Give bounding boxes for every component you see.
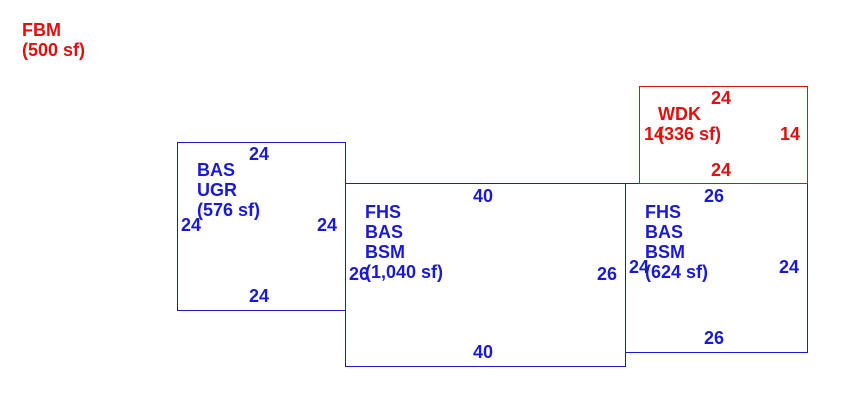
right-top-dim: 26 [704,186,725,206]
right-section-label: FHS BAS BSM [645,202,685,262]
left-section-label: BAS UGR (576 sf) [197,160,260,220]
wdk-area: (336 sf) [658,124,722,144]
left-top-dim: 24 [249,144,270,164]
wdk-right-dim: 14 [780,124,801,144]
mid-right-dim: 26 [597,264,618,284]
wdk-top-dim: 24 [711,88,732,108]
wdk-left-dim: 14 [644,124,665,144]
mid-top-dim: 40 [473,186,494,206]
left-bottom-dim: 24 [249,286,270,306]
fbm-area: (500 sf) [22,40,86,60]
fbm-code: FBM [22,20,61,40]
right-line1: FHS [645,202,681,222]
wdk-bottom-dim: 24 [711,160,732,180]
right-line2: BAS [645,222,684,242]
left-left-dim: 24 [181,215,202,235]
left-right-dim: 24 [317,215,338,235]
fbm-label: FBM (500 sf) [22,20,85,60]
right-area: (624 sf) [645,262,709,282]
mid-left-dim: 26 [349,264,370,284]
right-bottom-dim: 26 [704,328,725,348]
right-right-dim: 24 [779,257,800,277]
right-line3: BSM [645,242,685,262]
right-left-dim: 24 [629,257,650,277]
mid-line2: BAS [365,222,404,242]
mid-section-label: FHS BAS BSM [365,202,405,262]
left-line2: UGR [197,180,237,200]
mid-line1: FHS [365,202,401,222]
wdk-outline [639,86,808,184]
mid-line3: BSM [365,242,405,262]
wdk-code: WDK [658,104,701,124]
left-line1: BAS [197,160,236,180]
mid-area: (1,040 sf) [365,262,444,282]
left-area: (576 sf) [197,200,261,220]
mid-bottom-dim: 40 [473,342,494,362]
